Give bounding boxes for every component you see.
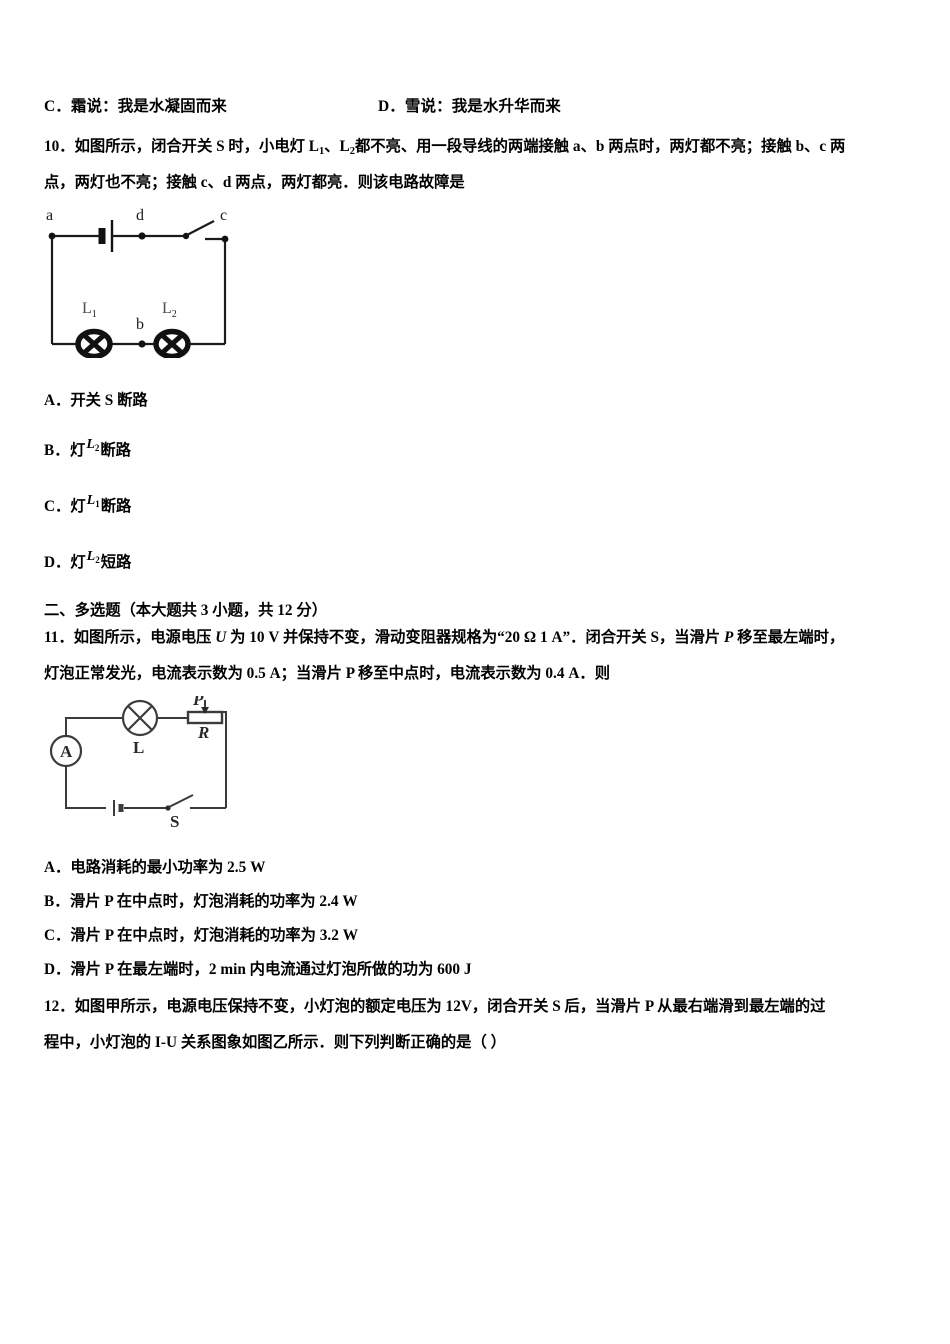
q10-option-d-var: L2	[86, 549, 100, 565]
q10-stem-text-b: 、L	[324, 138, 350, 155]
lamp-l2-x2	[160, 333, 184, 355]
q11-option-d[interactable]: D．滑片 P 在最左端时，2 min 内电流通过灯泡所做的功为 600 J	[44, 960, 472, 980]
q11-option-a-label: A．	[44, 859, 71, 876]
q10-stem-sub-2: 2	[349, 146, 355, 157]
figure-node-label-c: c	[220, 207, 227, 224]
q10-option-a[interactable]: A．开关 S 断路	[44, 391, 148, 411]
wire-rheostat-right-rail	[216, 711, 227, 808]
q9-option-c: C．霜说：我是水凝固而来	[44, 98, 227, 115]
switch-lever-2	[168, 794, 194, 808]
figure-lamp-label-l1: L1	[82, 300, 97, 320]
rheostat-slider-label: P	[192, 696, 204, 709]
q10-option-b-var: L2	[86, 437, 100, 453]
q10-stem-text-a: 10．如图所示，闭合开关 S 时，小电灯 L	[44, 138, 319, 155]
q10-stem-line-2: 点，两灯也不亮；接触 c、d 两点，两灯都亮．则该电路故障是	[44, 174, 465, 191]
node-dot-a	[48, 232, 56, 240]
q11-stem-line-2: 灯泡正常发光，电流表示数为 0.5 A；当滑片 P 移至中点时，电流表示数为 0…	[44, 665, 610, 682]
q10-option-c-text-after: 断路	[100, 498, 132, 515]
q11-var-p: P	[723, 629, 734, 646]
figure-node-label-d: d	[136, 207, 144, 224]
q10-option-c-var: L1	[86, 493, 100, 509]
q10-option-d-text-before: 灯	[70, 554, 86, 571]
rheostat-label: R	[197, 723, 209, 742]
q10-option-b-label: B．	[44, 442, 70, 459]
q10-option-a-label: A．	[44, 392, 71, 409]
q11-stem-text-b: 为 10 V 并保持不变，滑动变阻器规格为“20 Ω 1 A”．闭合开关 S，当…	[226, 629, 724, 646]
q9-option-d: D．雪说：我是水升华而来	[378, 98, 561, 115]
q10-option-c[interactable]: C．灯L1断路	[44, 493, 132, 518]
node-dot-c	[221, 235, 229, 243]
q11-stem-text-c: 移至最左端时，	[733, 629, 845, 646]
q11-option-d-label: D．	[44, 961, 71, 978]
lamp-l-x2	[127, 705, 153, 731]
q11-option-c[interactable]: C．滑片 P 在中点时，灯泡消耗的功率为 3.2 W	[44, 926, 358, 946]
q10-option-c-text-before: 灯	[70, 498, 86, 515]
q10-option-c-label: C．	[44, 498, 71, 515]
lamp-l1-x2	[82, 333, 106, 355]
q11-option-c-label: C．	[44, 927, 71, 944]
q10-option-b[interactable]: B．灯L2断路	[44, 437, 131, 462]
q12-stem-line-2: 程中，小灯泡的 I‑U 关系图象如图乙所示．则下列判断正确的是（ ）	[44, 1034, 506, 1051]
q10-circuit-figure: a d c b L1 L2	[38, 198, 248, 358]
q11-stem-line-1: 11．如图所示，电源电压 U 为 10 V 并保持不变，滑动变阻器规格为“20 …	[44, 628, 844, 648]
ammeter-label: A	[60, 742, 73, 761]
node-dot-d	[138, 232, 146, 240]
q11-stem-text-a: 11．如图所示，电源电压	[44, 629, 216, 646]
switch-label: S	[170, 812, 179, 831]
figure-node-label-a: a	[46, 207, 53, 224]
q10-option-d-label: D．	[44, 554, 71, 571]
q10-stem-text-c: 都不亮、用一段导线的两端接触 a、b 两点时，两灯都不亮；接触 b、c 两	[354, 138, 846, 155]
q11-option-b[interactable]: B．滑片 P 在中点时，灯泡消耗的功率为 2.4 W	[44, 892, 358, 912]
q10-option-b-text-before: 灯	[70, 442, 86, 459]
q10-stem-line-1: 10．如图所示，闭合开关 S 时，小电灯 L1、L2都不亮、用一段导线的两端接触…	[44, 137, 845, 159]
q11-option-a-text: 电路消耗的最小功率为 2.5 W	[70, 859, 266, 876]
node-dot-b	[138, 340, 146, 348]
q11-var-u: U	[215, 629, 227, 646]
q10-option-d-text-after: 短路	[100, 554, 132, 571]
q11-option-c-text: 滑片 P 在中点时，灯泡消耗的功率为 3.2 W	[70, 927, 359, 944]
q10-option-a-text: 开关 S 断路	[70, 392, 148, 409]
q10-stem-sub-1: 1	[318, 146, 325, 157]
wire-ammeter-to-battery	[65, 766, 106, 809]
ammeter-symbol	[49, 734, 83, 768]
lamp-l-label: L	[133, 738, 144, 757]
wire-ammeter-to-lamp	[65, 717, 122, 736]
q11-option-a[interactable]: A．电路消耗的最小功率为 2.5 W	[44, 858, 265, 878]
q10-option-b-text-after: 断路	[100, 442, 131, 459]
switch-lever	[186, 220, 215, 236]
rheostat-slider-arrowhead	[201, 707, 209, 714]
q11-circuit-figure: A L P R S	[38, 696, 238, 831]
q12-stem-line-1: 12．如图甲所示，电源电压保持不变，小灯泡的额定电压为 12V，闭合开关 S 后…	[44, 998, 826, 1015]
figure-node-label-b: b	[136, 316, 144, 333]
q11-option-d-text: 滑片 P 在最左端时，2 min 内电流通过灯泡所做的功为 600 J	[70, 961, 472, 978]
q11-option-b-label: B．	[44, 893, 70, 910]
q11-option-b-text: 滑片 P 在中点时，灯泡消耗的功率为 2.4 W	[70, 893, 358, 910]
q10-option-d[interactable]: D．灯L2短路	[44, 549, 132, 574]
figure-lamp-label-l2: L2	[162, 300, 177, 320]
section-2-heading: 二、多选题（本大题共 3 小题，共 12 分）	[44, 602, 327, 619]
